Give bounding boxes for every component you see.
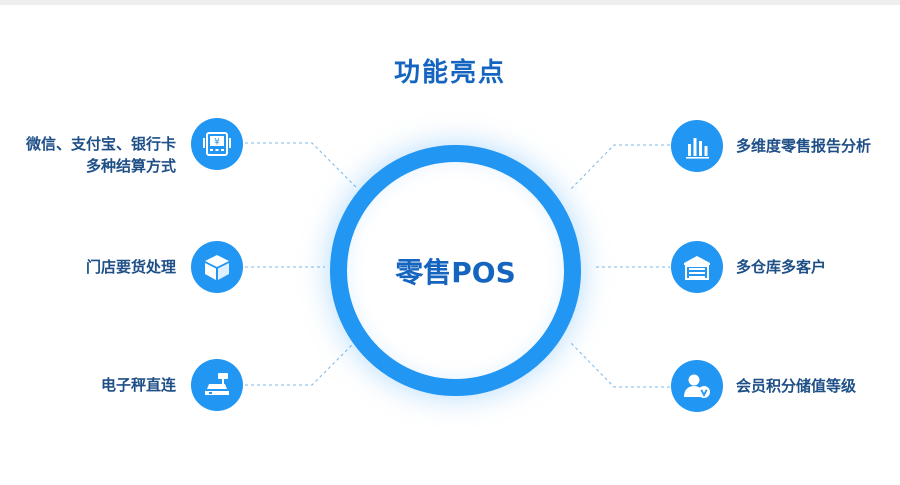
svg-text:¥: ¥ xyxy=(214,138,220,148)
bar-chart-icon xyxy=(671,120,723,172)
scale-icon xyxy=(191,359,243,411)
feature-label-warehouse: 多仓库多客户 xyxy=(736,258,827,276)
connector-right-bottom xyxy=(569,341,670,388)
section-title: 功能亮点 xyxy=(393,58,506,88)
center-label: 零售POS xyxy=(395,255,516,289)
feature-label-store-order: 门店要货处理 xyxy=(85,258,176,276)
box-icon xyxy=(191,241,243,293)
connector-left-bottom xyxy=(245,344,353,386)
warehouse-icon xyxy=(671,241,723,293)
center-hub: 零售POS xyxy=(330,145,581,396)
feature-label-member: 会员积分储值等级 xyxy=(736,377,857,395)
top-strip xyxy=(0,0,900,5)
connector-right-top xyxy=(569,144,670,191)
connector-left-top xyxy=(245,142,357,188)
feature-label-scale: 电子秤直连 xyxy=(100,376,176,394)
feature-label-payment: 微信、支付宝、银行卡 多种结算方式 xyxy=(25,135,176,175)
member-icon xyxy=(671,360,723,412)
payment-terminal-icon: ¥ xyxy=(191,118,243,170)
feature-label-report: 多维度零售报告分析 xyxy=(736,137,872,155)
